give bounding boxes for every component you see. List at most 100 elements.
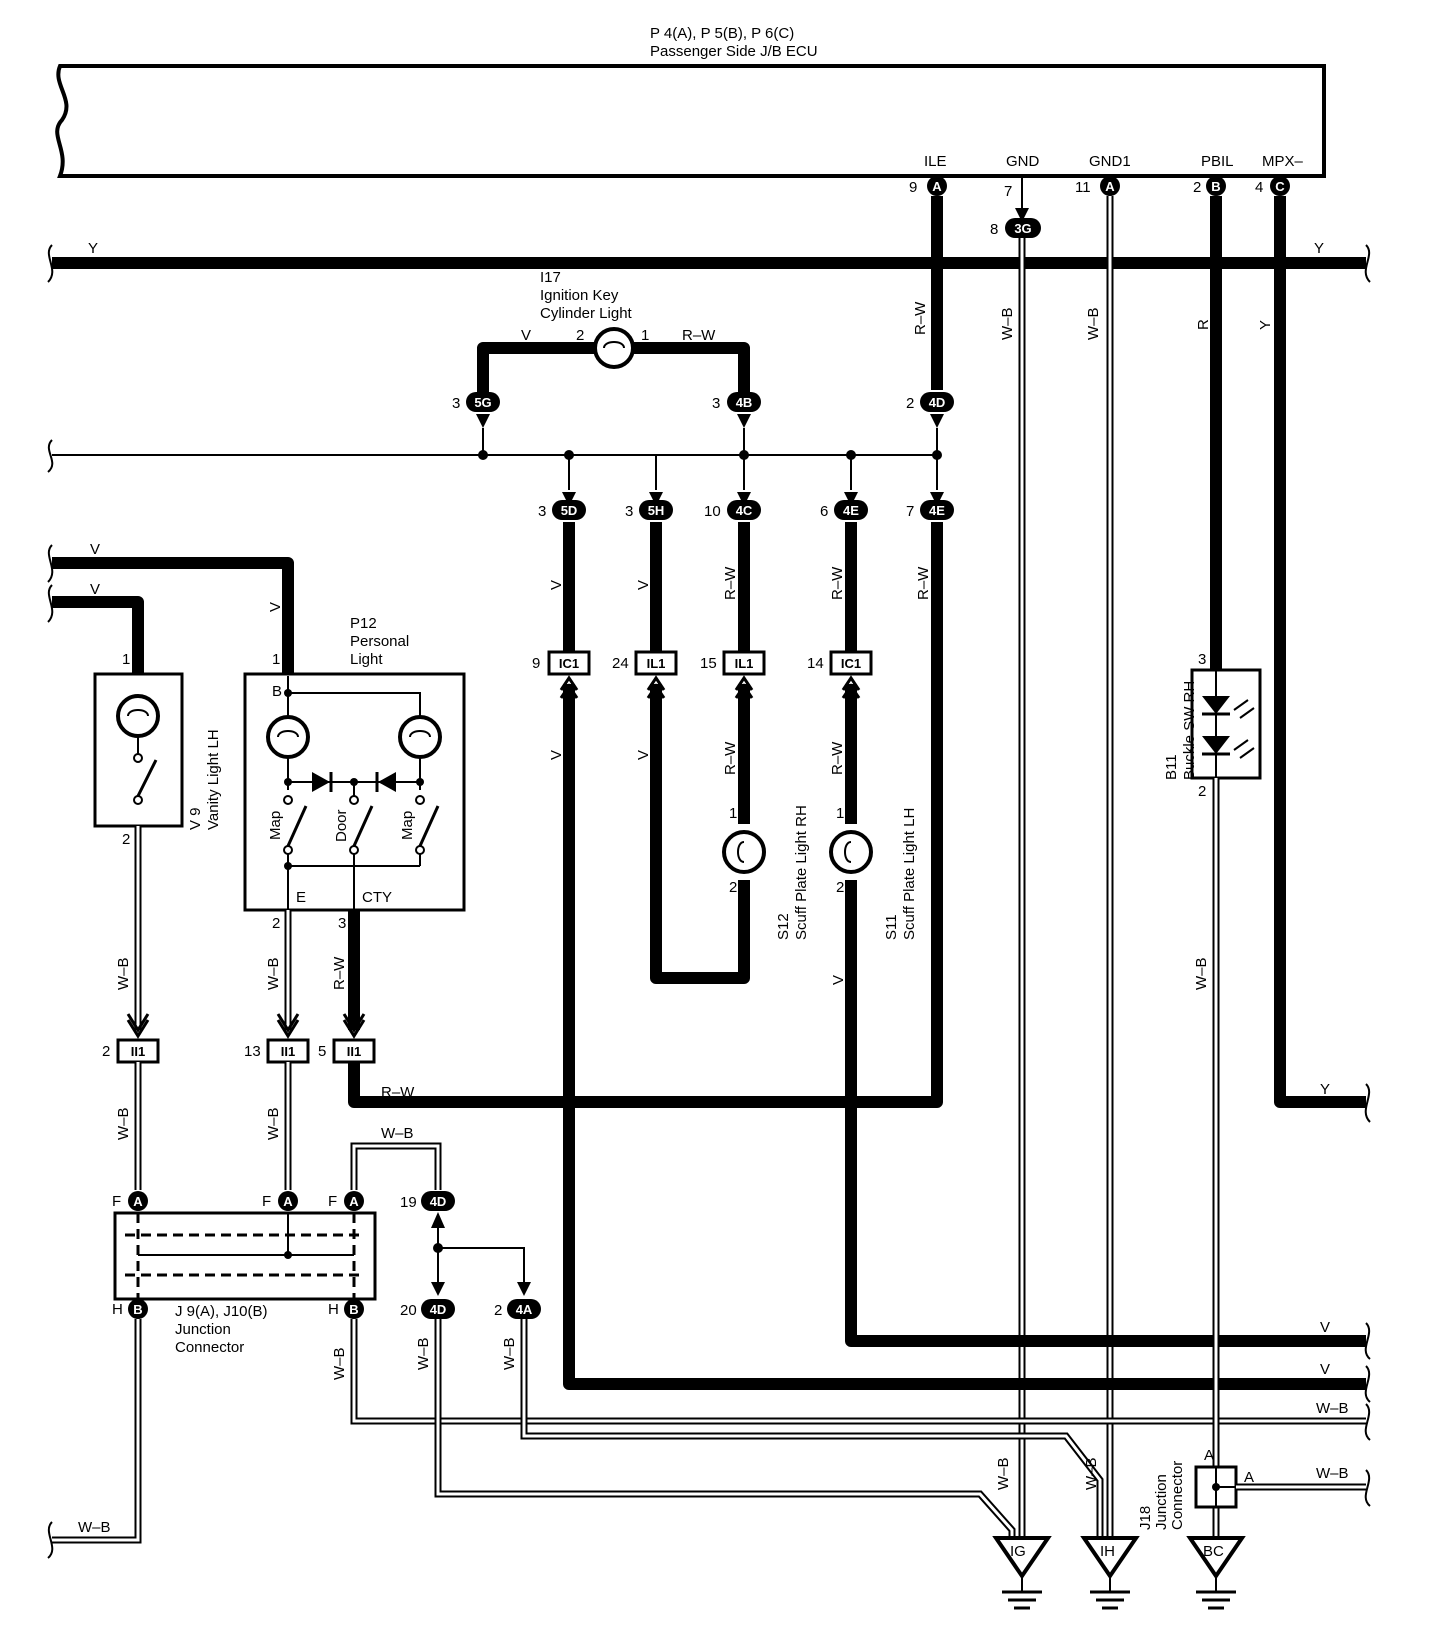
ecu-pinnum-mpx: 4 <box>1255 179 1263 196</box>
wb-loop-j9-to-4d <box>350 1142 442 1190</box>
svg-text:10: 10 <box>704 503 721 520</box>
svg-text:Connector: Connector <box>1169 1461 1186 1530</box>
svg-text:W–B: W–B <box>1316 1465 1349 1482</box>
svg-text:J 9(A), J10(B): J 9(A), J10(B) <box>175 1303 268 1320</box>
svg-text:5D: 5D <box>561 503 578 518</box>
svg-text:4A: 4A <box>516 1302 533 1317</box>
svg-text:Vanity Light LH: Vanity Light LH <box>205 729 222 830</box>
svg-text:Junction: Junction <box>1153 1474 1170 1530</box>
ecu-box <box>55 64 1326 178</box>
svg-text:2: 2 <box>906 395 914 412</box>
svg-text:F: F <box>328 1193 337 1210</box>
svg-text:4C: 4C <box>736 503 753 518</box>
b11-led-top-icon <box>1202 696 1230 714</box>
svg-text:W–B: W–B <box>265 957 282 990</box>
svg-text:Connector: Connector <box>175 1339 244 1356</box>
svg-text:B: B <box>272 683 282 700</box>
conn-5d: 5D 3 <box>538 492 586 520</box>
svg-text:V: V <box>635 750 652 760</box>
b11-led-bottom-icon <box>1202 736 1230 754</box>
y-bus-label-right: Y <box>1314 240 1324 257</box>
p12-bulb-right-icon <box>398 715 442 759</box>
svg-text:3: 3 <box>625 503 633 520</box>
svg-text:3: 3 <box>338 915 346 932</box>
inline-ii1-5: II1 5 <box>318 1038 376 1064</box>
svg-text:7: 7 <box>906 503 914 520</box>
conn-4c: 4C 10 <box>704 492 761 520</box>
svg-text:5H: 5H <box>648 503 665 518</box>
i17-rw-wire <box>633 342 750 402</box>
svg-text:4D: 4D <box>430 1194 447 1209</box>
p12-diode-left-icon <box>312 772 330 792</box>
svg-text:H: H <box>328 1301 339 1318</box>
ecu-conn-label-ile: A <box>932 179 942 194</box>
svg-text:3: 3 <box>1198 651 1206 668</box>
svg-text:B11: B11 <box>1163 754 1180 780</box>
svg-text:Scuff Plate Light LH: Scuff Plate Light LH <box>901 808 918 940</box>
svg-text:IL1: IL1 <box>647 656 666 671</box>
ecu-conn-label-pbil: B <box>1211 179 1220 194</box>
svg-text:3: 3 <box>452 395 460 412</box>
svg-text:20: 20 <box>400 1302 417 1319</box>
v9-switch-icon <box>136 759 158 797</box>
svg-text:3G: 3G <box>1014 221 1031 236</box>
ecu-pinnum-gnd: 7 <box>1004 183 1012 200</box>
svg-text:13: 13 <box>244 1043 261 1060</box>
svg-text:V: V <box>1320 1361 1330 1378</box>
svg-text:E: E <box>296 889 306 906</box>
s11-bulb-icon <box>829 830 873 874</box>
svg-text:B: B <box>349 1302 358 1317</box>
ecu-title-line1: P 4(A), P 5(B), P 6(C) <box>650 25 794 42</box>
svg-text:V: V <box>521 327 531 344</box>
ecu-conn-c-mpx <box>1270 176 1290 196</box>
pbil-wire-color: R <box>1195 319 1212 330</box>
svg-text:4B: 4B <box>736 395 753 410</box>
svg-text:W–B: W–B <box>381 1125 414 1142</box>
svg-text:Junction: Junction <box>175 1321 231 1338</box>
ecu-title-line2: Passenger Side J/B ECU <box>650 43 818 60</box>
ecu-pinnum-ile: 9 <box>909 179 917 196</box>
svg-text:2: 2 <box>576 327 584 344</box>
svg-text:W–B: W–B <box>1083 1457 1100 1490</box>
svg-text:W–B: W–B <box>501 1337 518 1370</box>
conn-4d-19: 4D 19 <box>400 1191 455 1228</box>
svg-text:R–W: R–W <box>915 566 932 600</box>
svg-text:R–W: R–W <box>829 566 846 600</box>
mpx-wire-color-right: Y <box>1320 1081 1330 1098</box>
wire-ic1-9-v-out <box>563 684 1366 1390</box>
svg-text:V: V <box>267 602 284 612</box>
i17-v-wire <box>477 342 595 402</box>
svg-text:I17: I17 <box>540 269 561 286</box>
svg-text:II1: II1 <box>347 1044 361 1059</box>
y-bus-top: Y Y <box>47 240 1371 283</box>
svg-text:P12: P12 <box>350 615 377 632</box>
svg-text:A: A <box>349 1194 359 1209</box>
svg-text:V: V <box>548 580 565 590</box>
p12-switch-map1-icon <box>286 805 308 847</box>
svg-text:V: V <box>635 580 652 590</box>
svg-text:IH: IH <box>1100 1543 1115 1560</box>
svg-text:Personal: Personal <box>350 633 409 650</box>
conn-4d-top: 4D 2 <box>906 392 954 428</box>
j9-hb-right-wire <box>350 1319 1366 1425</box>
svg-text:II1: II1 <box>281 1044 295 1059</box>
svg-text:A: A <box>133 1194 143 1209</box>
wire-il1-24-loop <box>650 684 750 984</box>
inline-ii1-2: II1 2 <box>102 1038 160 1064</box>
j9-hb-left-wire <box>52 1319 142 1544</box>
j18-junction-connector: A A J18 Junction Connector <box>1137 1447 1254 1530</box>
svg-text:V: V <box>90 581 100 598</box>
svg-text:V: V <box>830 975 847 985</box>
svg-text:J18: J18 <box>1137 1506 1154 1530</box>
svg-text:W–B: W–B <box>995 1457 1012 1490</box>
svg-text:Cylinder Light: Cylinder Light <box>540 305 633 322</box>
svg-text:19: 19 <box>400 1194 417 1211</box>
conn-4b-top: 4B 3 <box>712 392 761 428</box>
inline-il1-24: IL1 24 <box>612 650 678 699</box>
svg-text:II1: II1 <box>131 1044 145 1059</box>
svg-text:1: 1 <box>641 327 649 344</box>
svg-text:Ignition Key: Ignition Key <box>540 287 619 304</box>
svg-text:R–W: R–W <box>682 327 716 344</box>
svg-text:3: 3 <box>538 503 546 520</box>
svg-text:Scuff Plate Light RH: Scuff Plate Light RH <box>793 805 810 940</box>
